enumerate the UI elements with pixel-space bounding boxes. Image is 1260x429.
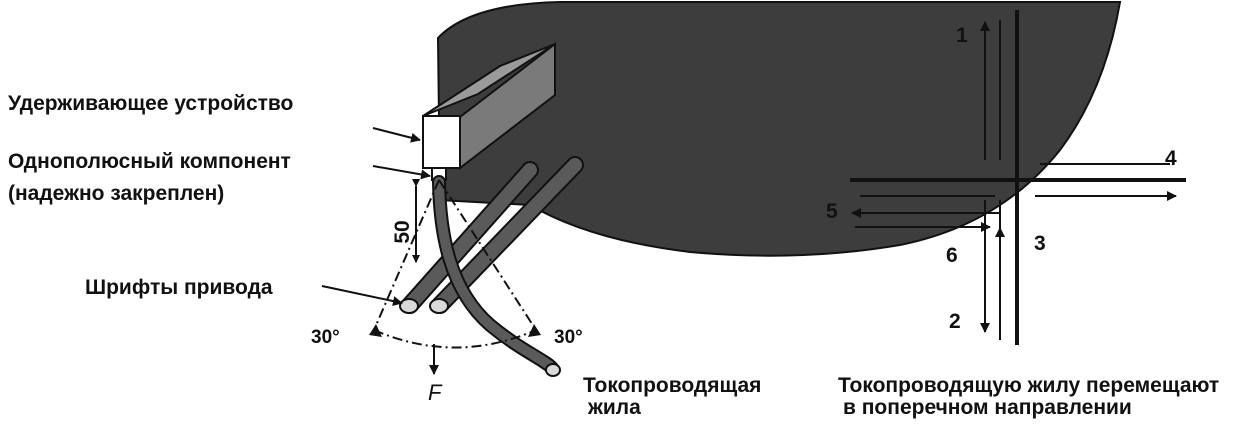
component-leader-arrow	[372, 165, 431, 180]
angle-right-label: 30°	[554, 327, 583, 348]
right-diagram: 1 2 3 4 5 6 Токопроводящую жилу перемеща…	[826, 10, 1219, 419]
arc-arrow-right	[528, 324, 541, 337]
label-single-pole-component-note: (надежно закреплен)	[8, 182, 224, 205]
arc-arrow-left	[369, 324, 382, 337]
movement-number-2: 2	[949, 310, 961, 333]
label-single-pole-component: Однополюсный компонент	[8, 150, 291, 173]
pins-leader-arrow	[321, 285, 403, 307]
movement-number-1: 1	[956, 24, 968, 47]
swing-angle-lines	[373, 179, 537, 349]
conductor-core	[432, 175, 561, 377]
movement-number-6: 6	[946, 244, 958, 267]
label-holding-device: Удерживающее устройство	[8, 92, 293, 115]
holder-front-face	[422, 115, 461, 169]
label-drive-pins: Шрифты привода	[85, 276, 273, 299]
holding-device	[422, 41, 556, 171]
movement-number-3: 3	[1034, 232, 1046, 255]
left-diagram: 50 F 30° 30° Удерживающее устройство Одн…	[8, 0, 1122, 419]
caption-line-2: в поперечном направлении	[843, 396, 1132, 419]
movement-number-5: 5	[826, 200, 838, 223]
force-label: F	[428, 380, 443, 405]
label-conductor-core: Токопроводящая	[583, 374, 761, 397]
dimension-50-label: 50	[391, 220, 414, 243]
caption-line-1: Токопроводящую жилу перемещают	[838, 374, 1219, 397]
angle-left-label: 30°	[311, 327, 340, 348]
holder-leader-arrow	[372, 127, 421, 143]
label-conductor-core-word: жила	[587, 396, 641, 419]
dimension-50: 50	[391, 179, 420, 263]
movement-number-4: 4	[1165, 147, 1177, 170]
